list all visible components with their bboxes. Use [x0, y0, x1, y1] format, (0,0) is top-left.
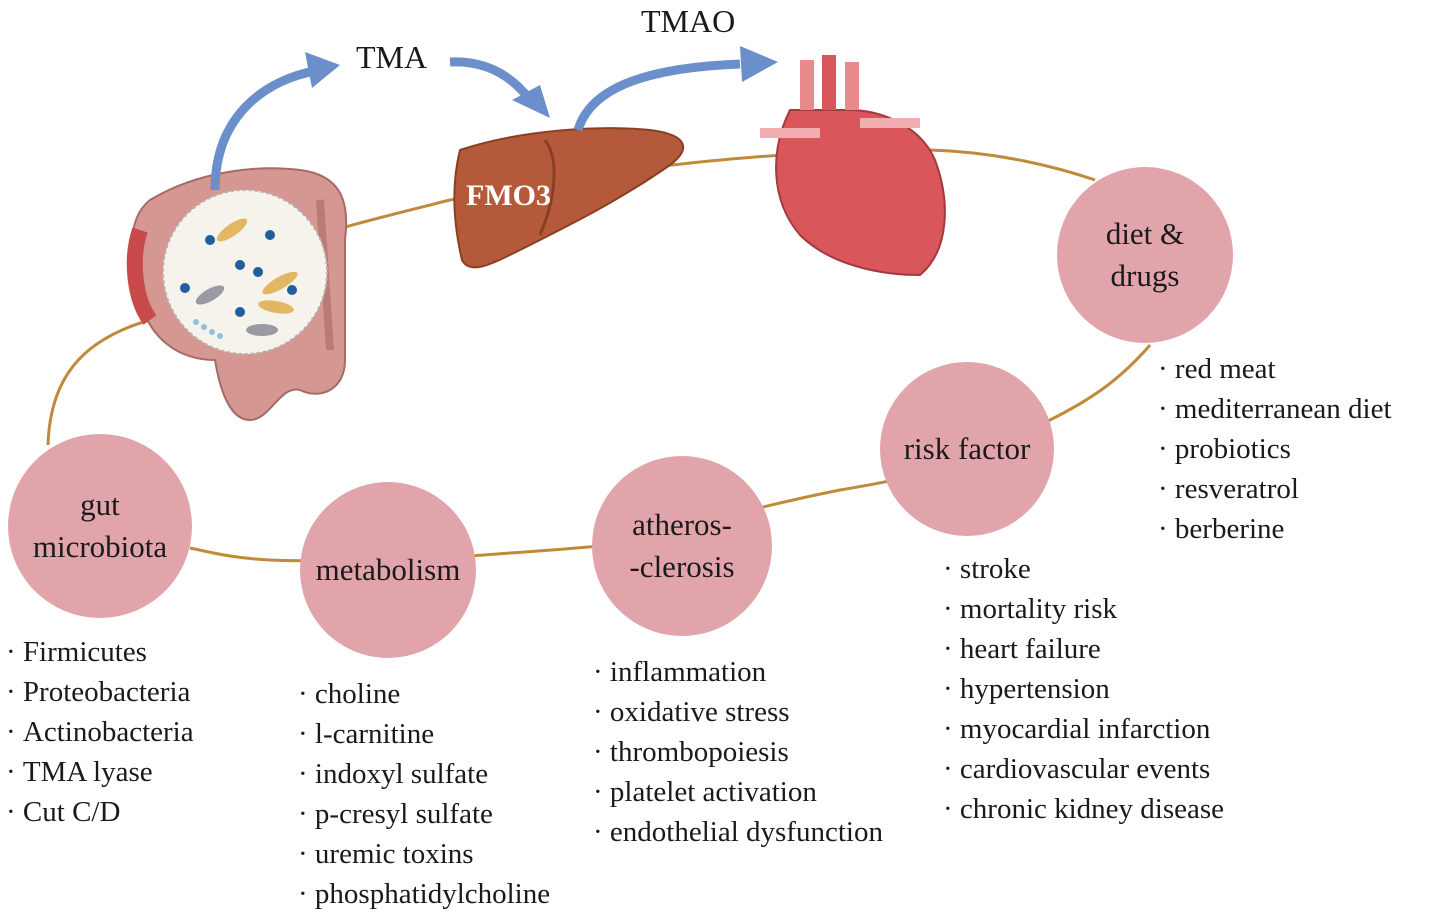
- list-risk-factor: stroke mortality risk heart failure hype…: [943, 549, 1224, 829]
- arrow-gut-to-tma: [210, 52, 340, 191]
- list-item: TMA lyase: [6, 752, 194, 792]
- list-item: red meat: [1158, 349, 1392, 389]
- list-item: phosphatidylcholine: [298, 874, 550, 914]
- microbe-circle-icon: [162, 189, 328, 355]
- tma-label: TMA: [356, 39, 428, 75]
- list-item: choline: [298, 674, 550, 714]
- node-risk-factor: risk factor: [880, 362, 1054, 536]
- tmao-label: TMAO: [641, 3, 736, 39]
- list-item: Cut C/D: [6, 792, 194, 832]
- fmo3-label: FMO3: [466, 179, 551, 212]
- list-item: resveratrol: [1158, 469, 1392, 509]
- list-item: oxidative stress: [593, 692, 883, 732]
- list-item: probiotics: [1158, 429, 1392, 469]
- list-item: Actinobacteria: [6, 712, 194, 752]
- list-item: indoxyl sulfate: [298, 754, 550, 794]
- list-item: chronic kidney disease: [943, 789, 1224, 829]
- list-item: hypertension: [943, 669, 1224, 709]
- list-item: stroke: [943, 549, 1224, 589]
- list-gut-microbiota: Firmicutes Proteobacteria Actinobacteria…: [6, 632, 194, 832]
- list-item: uremic toxins: [298, 834, 550, 874]
- arrow-tma-to-liver: [449, 57, 550, 118]
- node-diet-drugs: diet &drugs: [1057, 167, 1233, 343]
- list-item: heart failure: [943, 629, 1224, 669]
- list-item: mortality risk: [943, 589, 1224, 629]
- list-item: berberine: [1158, 509, 1392, 549]
- list-item: endothelial dysfunction: [593, 812, 883, 852]
- list-item: p-cresyl sulfate: [298, 794, 550, 834]
- list-item: Proteobacteria: [6, 672, 194, 712]
- list-atherosclerosis: inflammation oxidative stress thrombopoi…: [593, 652, 883, 852]
- list-diet-drugs: red meat mediterranean diet probiotics r…: [1158, 349, 1392, 549]
- node-atherosclerosis: atheros--clerosis: [592, 456, 772, 636]
- heart-icon: [760, 55, 946, 277]
- list-item: myocardial infarction: [943, 709, 1224, 749]
- list-item: Firmicutes: [6, 632, 194, 672]
- liver-icon: [453, 127, 685, 269]
- list-item: platelet activation: [593, 772, 883, 812]
- list-item: mediterranean diet: [1158, 389, 1392, 429]
- arrow-liver-to-tmao: [573, 46, 778, 132]
- list-item: thrombopoiesis: [593, 732, 883, 772]
- list-item: cardiovascular events: [943, 749, 1224, 789]
- list-metabolism: choline l-carnitine indoxyl sulfate p-cr…: [298, 674, 550, 914]
- list-item: l-carnitine: [298, 714, 550, 754]
- list-item: inflammation: [593, 652, 883, 692]
- node-metabolism: metabolism: [300, 482, 476, 658]
